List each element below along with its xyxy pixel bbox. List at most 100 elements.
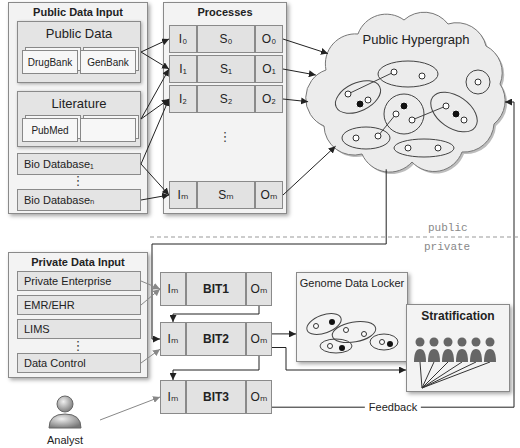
group-title: Literature <box>18 96 140 111</box>
source-card: PubMed <box>22 118 78 142</box>
cloud-title: Public Hypergraph <box>316 32 516 47</box>
shape-circle <box>345 91 351 97</box>
shape-circle <box>419 73 425 79</box>
port-cell: I₂ <box>169 85 197 113</box>
flow-arrow <box>141 39 169 52</box>
shape-line <box>348 72 394 94</box>
cell-label: Iₘ <box>168 282 179 296</box>
shape-circle <box>375 133 381 139</box>
ellipsis-mark: ⋮ <box>9 340 147 351</box>
flow-arrow <box>141 99 169 164</box>
cell-label: O₁ <box>262 62 275 76</box>
band-label: Private Enterprise <box>24 275 111 287</box>
cell-label: Iₘ <box>168 332 179 346</box>
port-cell: O₀ <box>255 25 283 53</box>
port-cell: Oₘ <box>246 322 272 356</box>
source-card: DrugBank <box>22 50 78 74</box>
shape-circle <box>466 70 490 94</box>
port-cell: Oₘ <box>255 181 283 209</box>
source-group-box: LiteraturePubMed <box>17 91 141 147</box>
port-cell: O₁ <box>255 55 283 83</box>
cell-label: O₂ <box>262 92 276 106</box>
stratification-box: Stratification <box>406 304 510 392</box>
analyst-icon <box>30 394 100 430</box>
port-cell: S₁ <box>197 55 255 83</box>
bit-box: BIT1 <box>186 272 246 306</box>
flow-arrow <box>152 169 386 339</box>
port-cell: Iₘ <box>160 380 186 414</box>
port-cell: I₁ <box>169 55 197 83</box>
input-group-box: Public Data InputPublic DataDrugBank GenB… <box>8 2 148 214</box>
source-group-box: Public DataDrugBank GenBank <box>17 21 141 83</box>
cell-label: O₀ <box>262 32 276 46</box>
flow-arrow <box>141 99 169 119</box>
flow-arrow <box>283 39 328 54</box>
shape-ellipse <box>394 139 454 157</box>
cloud-shape <box>296 2 516 180</box>
shape-ellipse <box>330 74 385 120</box>
cell-label: S₀ <box>220 32 233 46</box>
flow-arrow <box>283 99 308 102</box>
card-label: GenBank <box>87 57 129 68</box>
cell-label: S₂ <box>220 92 233 106</box>
panel-title: Genome Data Locker <box>299 277 405 289</box>
bit-box: BIT2 <box>186 322 246 356</box>
edge-label: Feedback <box>365 401 421 413</box>
card-label: PubMed <box>31 125 68 136</box>
bit-label: BIT2 <box>203 332 229 346</box>
flow-arrow <box>173 306 259 322</box>
hyperedges <box>330 61 490 157</box>
cell-label: Oₘ <box>251 282 268 296</box>
port-cell: Iₘ <box>169 181 197 209</box>
bit-box: BIT3 <box>186 380 246 414</box>
cell-label: I₂ <box>179 92 187 106</box>
group-title: Public Data Input <box>9 6 147 18</box>
source-band: EMR/EHR <box>17 295 141 315</box>
bit-label: BIT1 <box>203 282 229 296</box>
cell-label: Iₘ <box>178 188 189 202</box>
group-title: Private Data Input <box>9 256 147 268</box>
shape-circle <box>435 145 441 151</box>
source-card: GenBank <box>80 50 136 74</box>
flow-arrow <box>141 69 169 119</box>
band-label: Bio Database₁ <box>24 158 94 170</box>
port-cell: Sₘ <box>197 181 255 209</box>
shape-circle <box>353 135 359 141</box>
shape-circle <box>365 97 371 103</box>
port-cell: I₀ <box>169 25 197 53</box>
analyst-head <box>57 396 73 412</box>
zone-label: public <box>428 222 468 234</box>
input-group-box: ProcessesI₀S₀O₀I₁S₁O₁I₂S₂O₂IₘSₘOₘ⋮ <box>163 2 287 214</box>
shape-circle <box>391 69 397 75</box>
port-cell: Iₘ <box>160 322 186 356</box>
band-label: Bio Databaseₙ <box>24 194 94 207</box>
shape-circle <box>475 79 481 85</box>
group-title: Public Data <box>18 26 140 41</box>
flow-arrow <box>141 349 160 363</box>
input-group-box: Private Data InputPrivate EnterpriseEMR/… <box>8 252 148 378</box>
source-band: LIMS <box>17 319 141 339</box>
cell-label: Iₘ <box>168 390 179 404</box>
cell-label: I₀ <box>179 32 187 46</box>
shape-circle <box>400 102 408 110</box>
flow-arrow <box>141 281 160 289</box>
card-label: DrugBank <box>28 57 72 68</box>
flow-arrow <box>173 356 259 380</box>
flow-arrow <box>283 146 336 195</box>
shape-ellipse <box>378 61 438 87</box>
port-cell: O₂ <box>255 85 283 113</box>
bit-label: BIT3 <box>203 390 229 404</box>
source-band: Data Control <box>17 353 141 373</box>
hypergraph-hubs <box>356 100 460 118</box>
shape-circle <box>443 103 449 109</box>
shape-circle <box>461 117 467 123</box>
port-cell: Oₘ <box>246 272 272 306</box>
shape-circle <box>405 145 411 151</box>
cell-label: Sₘ <box>218 188 233 202</box>
shape-ellipse <box>342 127 390 149</box>
shape-circle <box>356 100 364 108</box>
analyst-body <box>49 414 81 428</box>
cell-label: Oₘ <box>261 188 278 202</box>
cell-label: I₁ <box>179 62 186 76</box>
